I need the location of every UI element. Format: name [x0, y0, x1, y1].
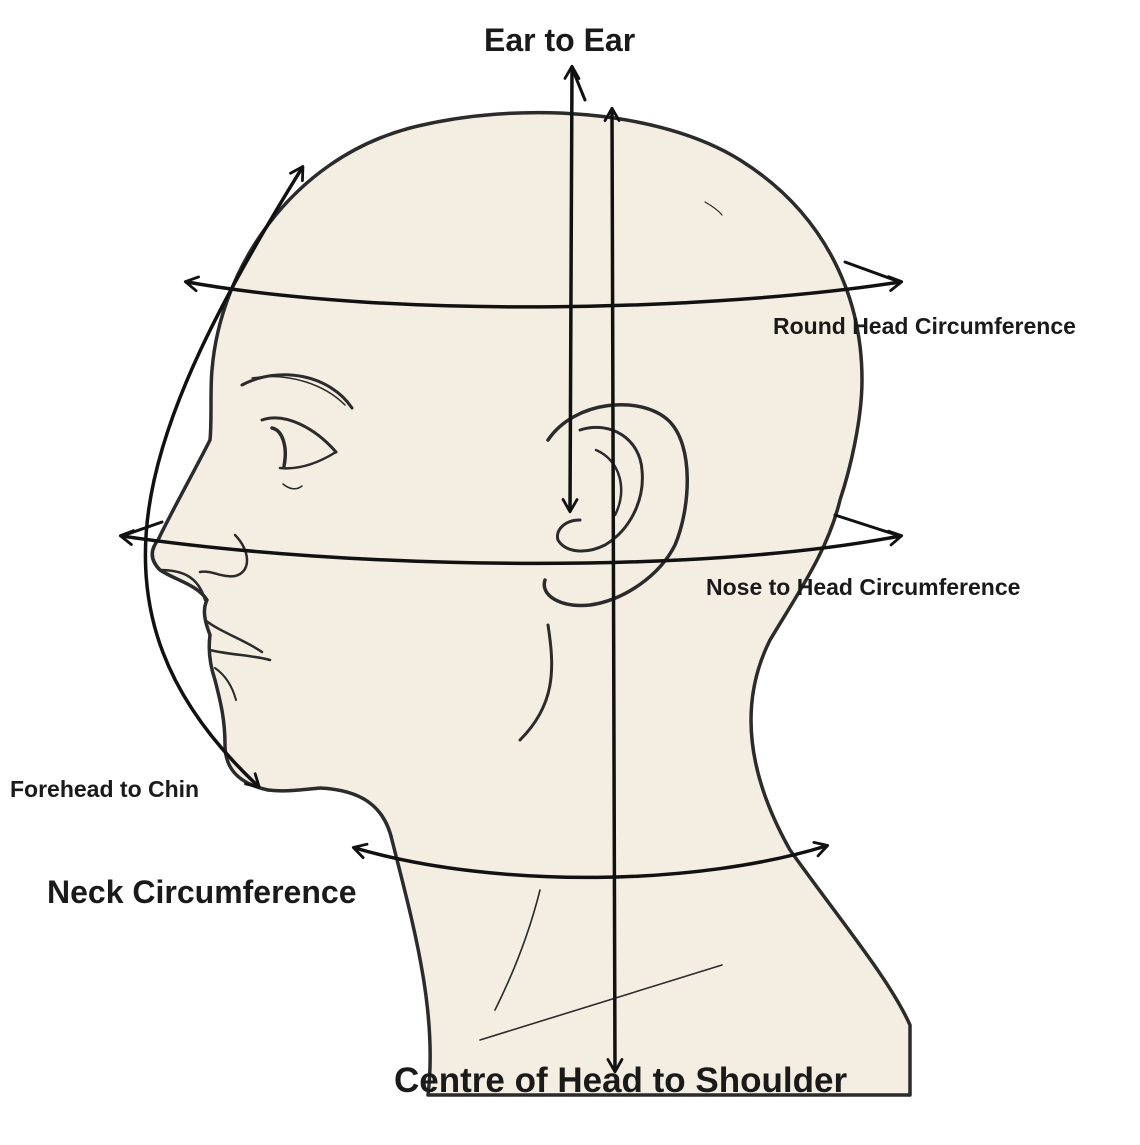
neck-details — [479, 201, 723, 1041]
measurement-arrows — [118, 64, 904, 1074]
label-neck-circumference: Neck Circumference — [47, 874, 357, 910]
forehead-strand — [704, 201, 723, 216]
label-nose-to-head-circumference: Nose to Head Circumference — [706, 574, 1021, 600]
arrow-nose-to-head-left-hook — [120, 520, 164, 538]
collarbone-line — [479, 964, 723, 1041]
arrow-nose-to-head — [118, 529, 904, 566]
arrow-ear-to-ear — [561, 64, 581, 514]
arrow-centre-to-shoulder — [603, 106, 624, 1074]
arrow-ear-to-ear-hook — [570, 66, 587, 102]
throat-line — [494, 889, 541, 1011]
arrow-forehead-to-chin — [143, 165, 305, 789]
jaw-line — [518, 623, 554, 742]
label-round-head-circumference: Round Head Circumference — [773, 313, 1076, 339]
nose-tip — [158, 568, 207, 602]
arrow-nose-to-head-right-hook — [833, 513, 902, 538]
arrow-neck — [351, 841, 830, 880]
arrow-round-head-right-hook — [843, 260, 902, 284]
label-forehead-to-chin: Forehead to Chin — [10, 776, 200, 802]
head-silhouette — [150, 110, 912, 1097]
label-ear-to-ear: Ear to Ear — [484, 22, 636, 58]
lower-lip — [214, 667, 237, 701]
label-centre-of-head-to-shoulder: Centre of Head to Shoulder — [394, 1061, 848, 1100]
